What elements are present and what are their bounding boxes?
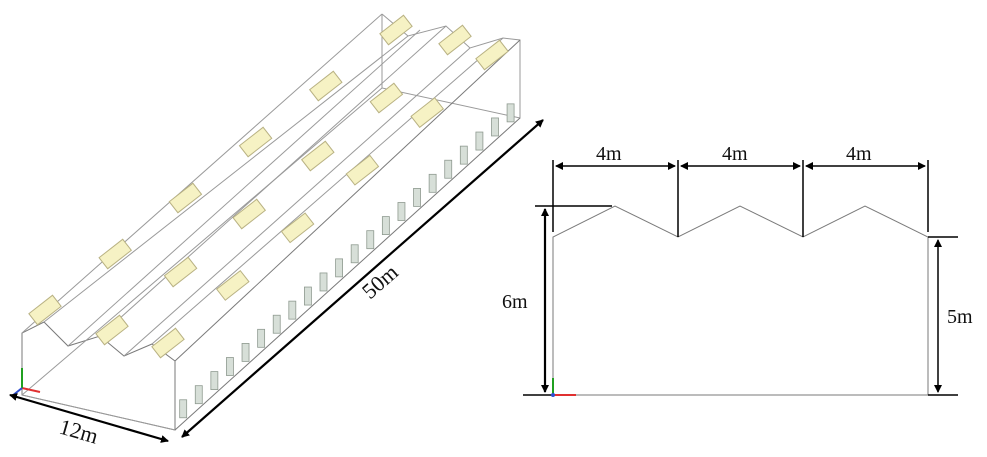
wall-vent-8: [288, 300, 297, 320]
length-label: 50m: [357, 259, 403, 304]
skylight-panel-13: [151, 327, 185, 359]
wall-vent-20: [475, 131, 484, 151]
axis-triad-2d: [551, 378, 576, 397]
skylight-panel-17: [410, 97, 445, 129]
wall-vent-3: [210, 371, 219, 390]
skylight-panel-11: [369, 82, 404, 114]
left-base-edge: [21, 87, 383, 396]
wall-vent-21: [491, 117, 499, 137]
left-eave-line: [21, 13, 383, 334]
wall-vent-16: [413, 188, 421, 207]
right-base-edge: [174, 117, 521, 431]
skylight-panel-12: [438, 24, 472, 56]
wall-vent-5: [241, 343, 250, 362]
skylight-panel-9: [232, 198, 267, 230]
skylight-panel-14: [215, 269, 250, 301]
wall-vent-6: [257, 328, 266, 348]
wall-vent-4: [226, 357, 234, 376]
right-eave-line: [174, 39, 521, 362]
wall-vent-10: [319, 272, 328, 292]
skylight-panel-6: [379, 14, 413, 46]
section-outline: [552, 205, 929, 396]
wall-vent-22: [506, 103, 515, 123]
wall-vent-19: [459, 145, 468, 165]
wall-vent-18: [444, 159, 453, 179]
wall-vent-7: [272, 314, 281, 334]
skylight-panel-16: [345, 154, 380, 186]
wall-vent-9: [304, 286, 312, 306]
skylight-panel-2: [98, 238, 133, 270]
wall-vent-11: [335, 258, 343, 278]
skylight-panel-4: [238, 126, 273, 158]
wall-vent-12: [350, 244, 359, 264]
wall-vent-15: [397, 202, 406, 221]
length-dimension-arrow: [181, 119, 544, 438]
skylight-panel-1: [28, 294, 62, 326]
wall-vent-17: [428, 173, 437, 193]
wall-vent-13: [366, 230, 375, 250]
wall-vent-14: [381, 216, 390, 235]
eave-height-label: 5m: [947, 306, 973, 328]
span-label-2: 4m: [722, 143, 748, 165]
span-label-3: 4m: [846, 143, 872, 165]
width-dimension-arrow: [9, 393, 169, 443]
side-wall-vents: [179, 103, 515, 419]
isometric-greenhouse-view: 50m 12m: [9, 13, 544, 449]
wall-vent-2: [194, 385, 203, 405]
span-label-1: 4m: [596, 143, 622, 165]
skylight-panel-8: [163, 256, 198, 288]
total-height-label: 6m: [502, 291, 528, 313]
skylight-panel-10: [300, 140, 335, 172]
skylight-panel-7: [95, 314, 129, 346]
skylight-panel-18: [475, 39, 509, 71]
cross-section-view: 4m 4m 4m 6m 5m: [502, 143, 973, 397]
wall-vent-1: [179, 399, 188, 419]
skylight-panel-5: [308, 70, 343, 102]
valley-line-1: [67, 29, 421, 347]
